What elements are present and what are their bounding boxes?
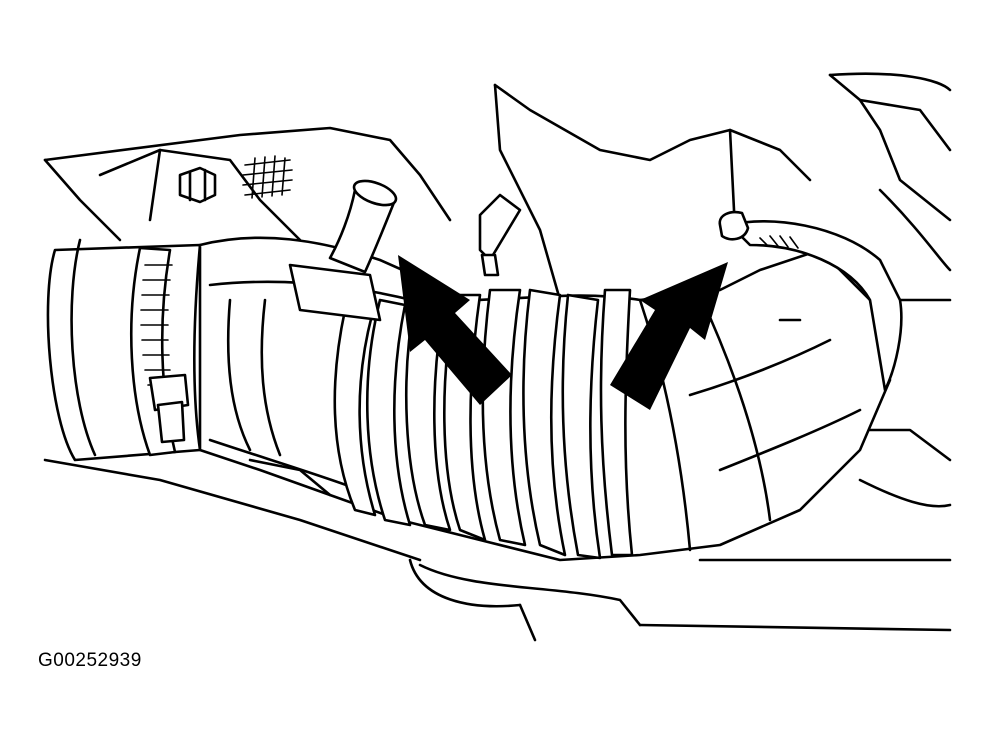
left-hose-coupling <box>46 238 202 462</box>
harness-clip <box>478 193 522 277</box>
right-arrow-icon <box>610 262 728 410</box>
callout-arrows <box>398 255 728 410</box>
vent-tube <box>328 179 398 274</box>
right-hose-clamp <box>718 210 903 392</box>
filter-mesh <box>242 155 293 199</box>
left-arrow-icon <box>398 255 512 405</box>
mounting-bolt <box>178 166 217 204</box>
figure-id-label: G00252939 <box>38 650 142 671</box>
intake-hose-body <box>198 236 892 562</box>
